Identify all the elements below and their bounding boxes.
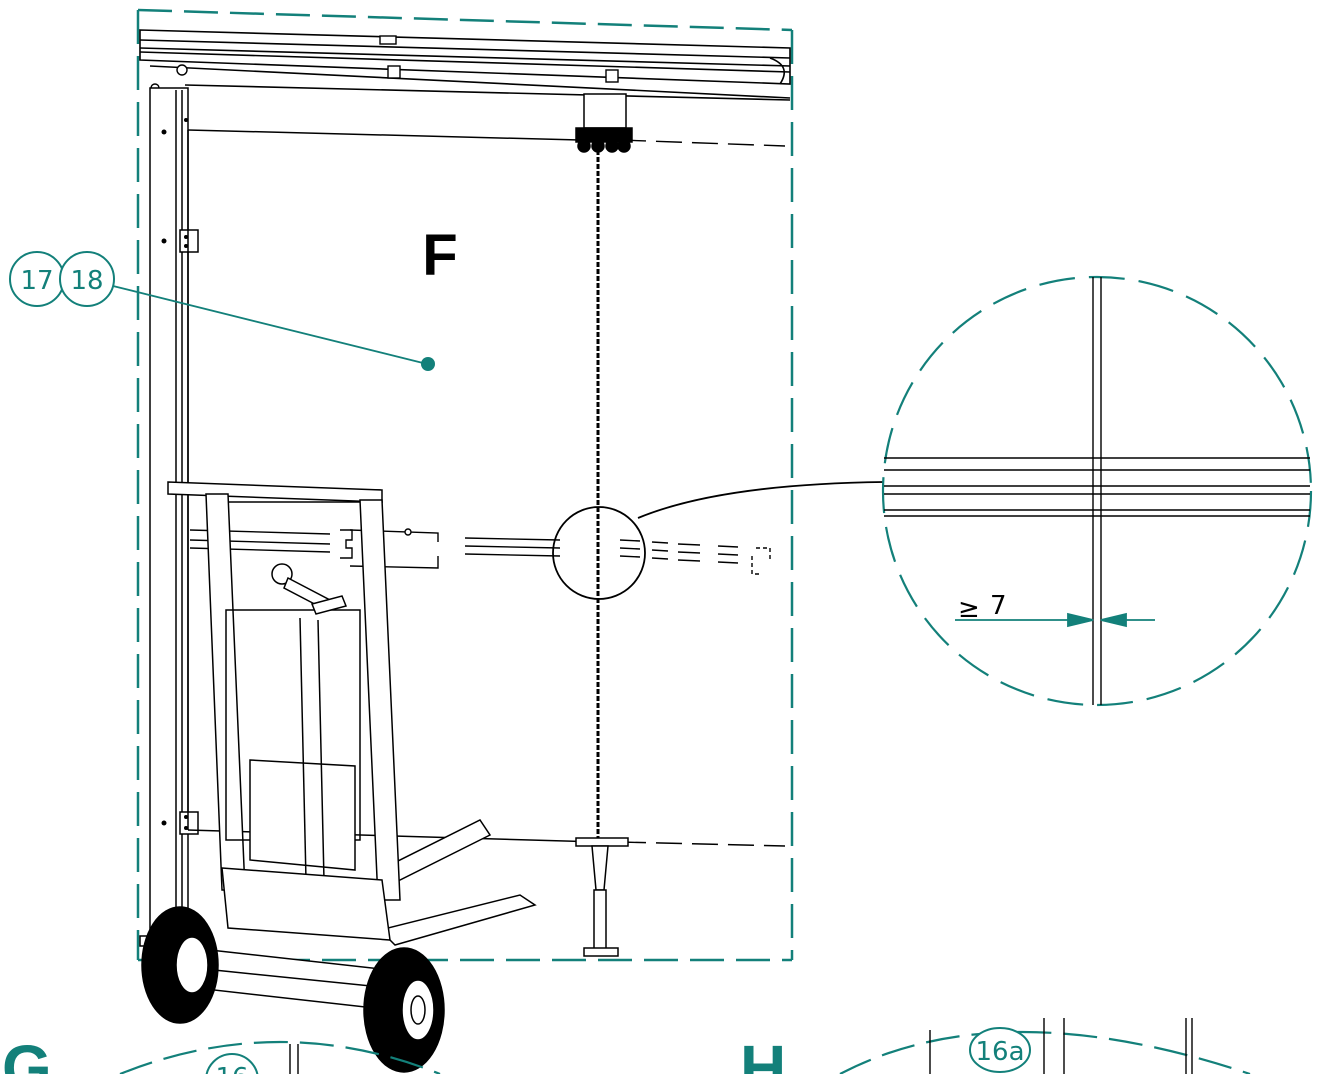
top-rail xyxy=(139,29,791,101)
next-detail-g xyxy=(119,1040,441,1079)
dimension-symbol: ≥ xyxy=(958,594,980,624)
left-post xyxy=(139,87,211,947)
step-label-g: G xyxy=(2,1032,52,1074)
detail-marker xyxy=(552,481,885,600)
callout-label-16: 16 xyxy=(215,1063,248,1074)
post-holes xyxy=(161,118,188,830)
dimension-value: 7 xyxy=(990,591,1007,621)
enlarged-detail xyxy=(881,275,1313,707)
panel-lifter-cart xyxy=(141,481,537,1073)
callout-label-18: 18 xyxy=(70,266,103,296)
step-label-h: H xyxy=(740,1032,786,1074)
callout-label-16a: 16a xyxy=(975,1037,1024,1067)
floor-support xyxy=(575,837,629,957)
panel-dashed-outline xyxy=(619,139,786,847)
next-detail-h xyxy=(839,1018,1251,1076)
callout-target-dot xyxy=(421,357,435,371)
rail-brackets xyxy=(150,35,619,93)
callout-17-18 xyxy=(9,251,435,371)
dimension-gap xyxy=(955,612,1155,628)
roller-hanger xyxy=(575,93,633,153)
callout-label-17: 17 xyxy=(20,266,53,296)
step-label-f: F xyxy=(422,223,457,288)
